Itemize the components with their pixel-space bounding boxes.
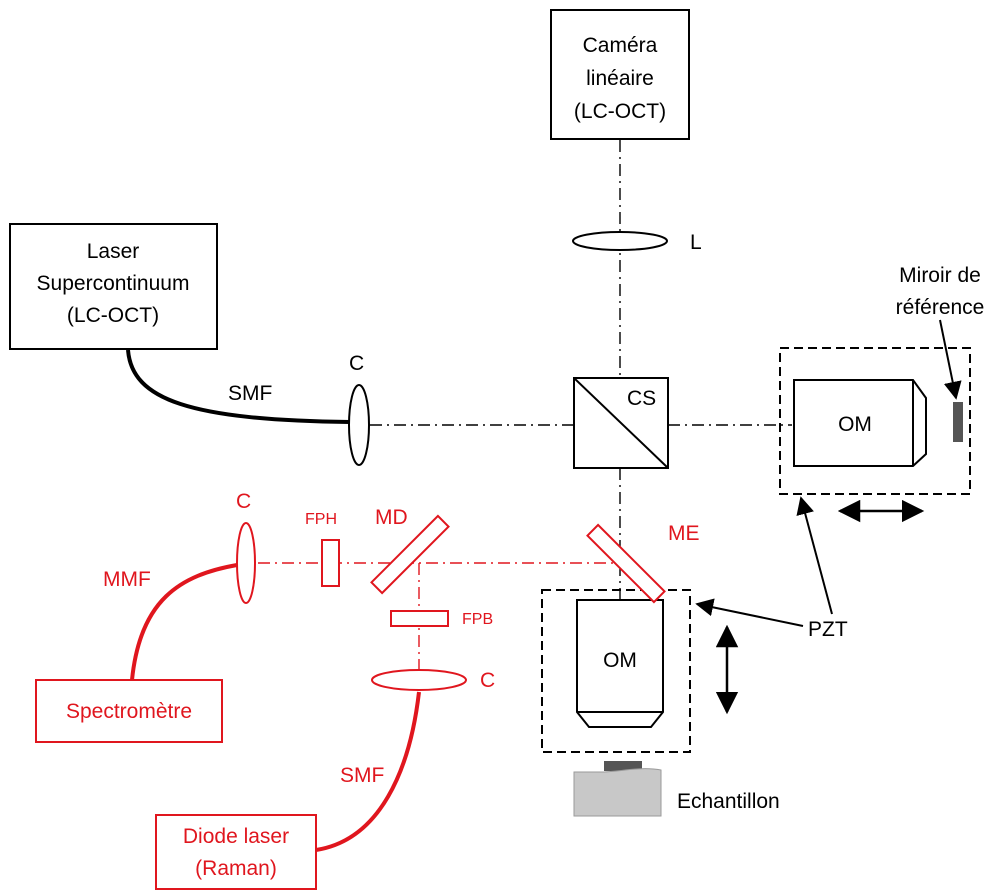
lens-l: [572, 231, 668, 251]
smf-top-label: SMF: [228, 382, 272, 405]
mirror-pointer-arrow: [939, 319, 962, 400]
laser-label-line3: (LC-OCT): [67, 304, 159, 327]
reference-mirror: [953, 402, 963, 442]
lens-l-label: L: [690, 231, 702, 254]
smf-fiber-red: [315, 691, 421, 852]
objective-sample: OM: [576, 599, 664, 728]
pzt-arrow-reference: [796, 496, 833, 615]
spectrometer-label: Spectromètre: [66, 700, 192, 723]
pzt-arrow-sample: [695, 598, 804, 627]
objective-reference: OM: [793, 379, 927, 467]
dichroic-md-label: MD: [375, 506, 408, 529]
sample-arm-dashed-box: [541, 589, 691, 753]
cube-splitter: CS: [573, 377, 669, 469]
diode-laser: Diode laser (Raman): [155, 814, 317, 890]
collimator-bottom-red-label: C: [480, 669, 495, 692]
camera-label-line1: Caméra: [583, 34, 658, 57]
mirror-me-label: ME: [668, 522, 700, 545]
objective-reference-label: OM: [838, 413, 872, 436]
spectrometer: Spectromètre: [35, 679, 223, 743]
mirror-label-line1: Miroir de: [899, 264, 981, 287]
mmf-fiber-red: [130, 563, 238, 681]
smf-fiber-black: [126, 349, 351, 424]
sample: [573, 761, 662, 817]
laser-label-line1: Laser: [87, 240, 140, 263]
diode-label-line1: Diode laser: [183, 825, 289, 848]
smf-red-label: SMF: [340, 764, 384, 787]
cube-splitter-label: CS: [627, 387, 656, 410]
collimator-left-red-label: C: [236, 490, 251, 513]
camera-label-line2: linéaire: [586, 67, 654, 90]
collimator-top-label: C: [349, 352, 364, 375]
filter-fph: [321, 539, 340, 587]
sample-label: Echantillon: [677, 790, 780, 813]
pzt-label: PZT: [808, 618, 848, 641]
filter-fph-label: FPH: [305, 511, 337, 528]
mmf-label: MMF: [103, 568, 151, 591]
camera-label-line3: (LC-OCT): [574, 100, 666, 123]
objective-sample-label: OM: [603, 649, 637, 672]
supercontinuum-laser: Laser Supercontinuum (LC-OCT): [9, 223, 218, 350]
diode-label-line2: (Raman): [195, 857, 277, 880]
laser-label-line2: Supercontinuum: [37, 272, 190, 295]
collimator-left-red: [236, 522, 256, 604]
collimator-top: [348, 384, 370, 466]
filter-fpb: [390, 610, 449, 627]
dichroic-md: [370, 514, 450, 595]
filter-fpb-label: FPB: [462, 611, 493, 628]
mirror-label-line2: référence: [896, 296, 985, 319]
mirror-me: [586, 523, 666, 604]
linear-camera: Caméra linéaire (LC-OCT): [550, 9, 690, 140]
collimator-bottom-red: [371, 669, 467, 691]
